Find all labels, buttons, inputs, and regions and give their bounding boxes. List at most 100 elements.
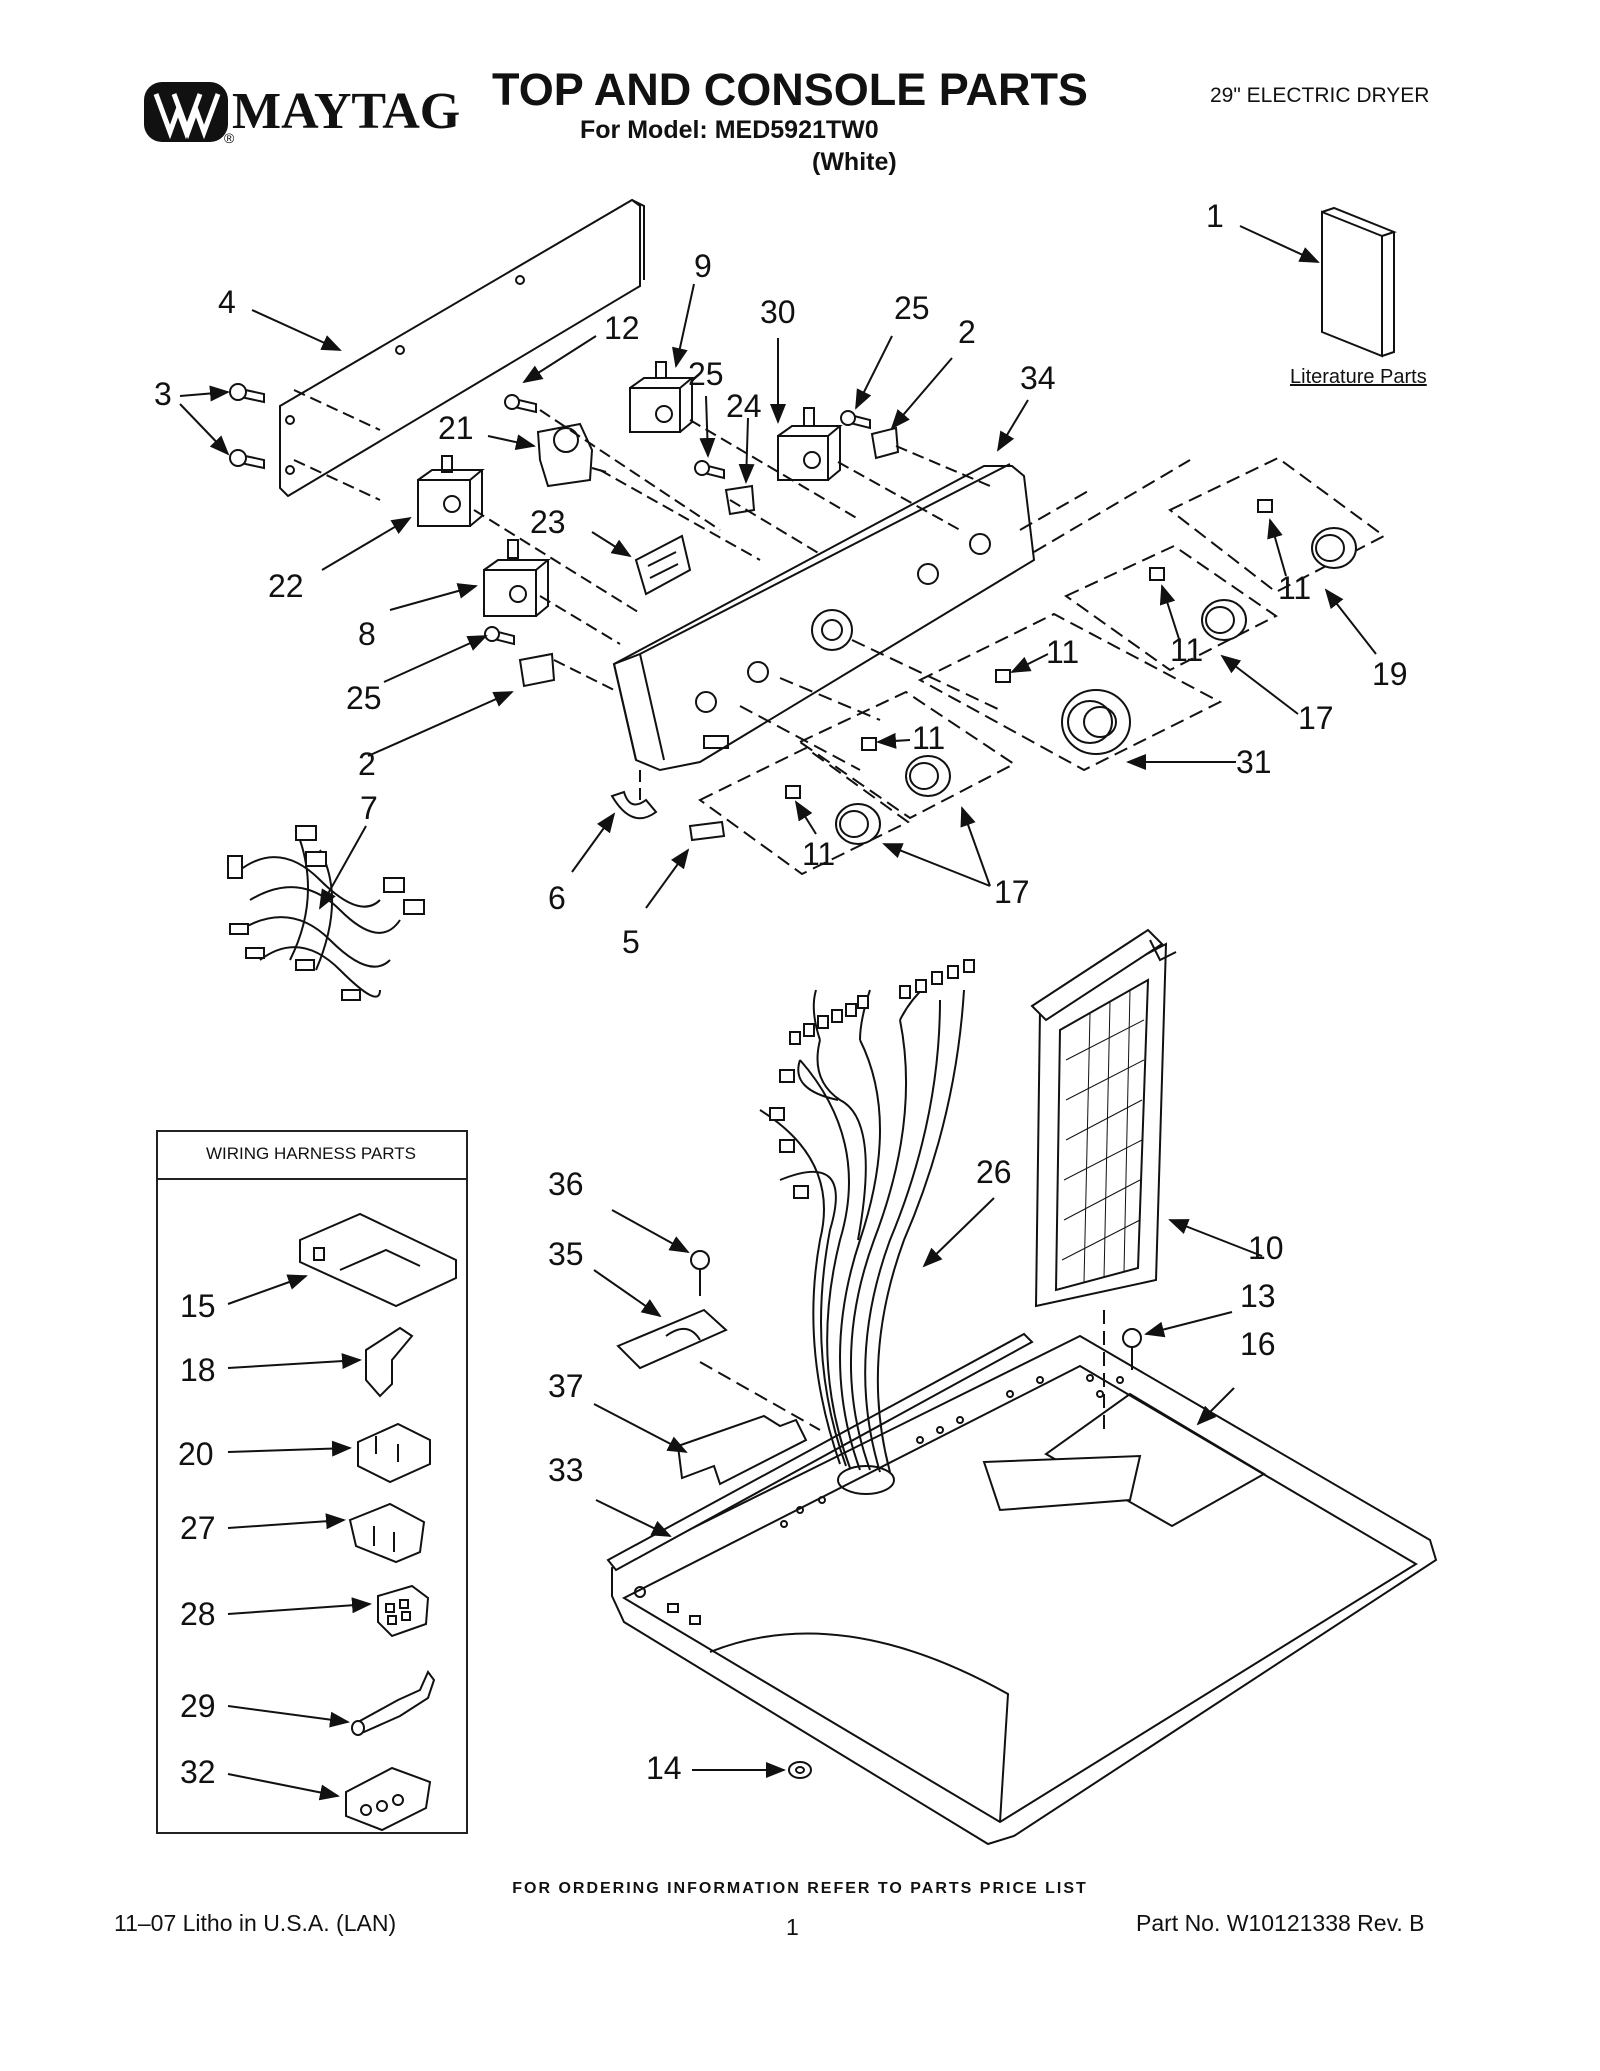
knob-box-17-mid xyxy=(798,690,1016,820)
screw-25-mid xyxy=(694,460,725,480)
ordering-note: FOR ORDERING INFORMATION REFER TO PARTS … xyxy=(512,1880,1088,1897)
callout-35: 35 xyxy=(548,1236,584,1272)
knob-inserts-11 xyxy=(785,499,1273,799)
callout-10: 10 xyxy=(1248,1230,1284,1266)
callout-25-left: 25 xyxy=(346,680,382,716)
color-note: (White) xyxy=(812,148,897,176)
callout-34: 34 xyxy=(1020,360,1056,396)
literature-book xyxy=(1321,206,1397,358)
screw-12 xyxy=(504,394,537,414)
callout-31: 31 xyxy=(1236,744,1272,780)
knob-17a xyxy=(1201,599,1247,641)
maytag-logo xyxy=(140,72,440,152)
harness-part-20 xyxy=(357,1422,431,1484)
plate-37 xyxy=(676,1414,808,1486)
callout-5: 5 xyxy=(622,924,640,960)
brand-name: MAYTAG xyxy=(232,83,461,140)
harness-part-27 xyxy=(348,1502,426,1564)
callout-2-left: 2 xyxy=(358,746,376,782)
callout-17-bottom: 17 xyxy=(994,874,1030,910)
callout-20: 20 xyxy=(178,1436,214,1472)
timer-21 xyxy=(536,422,607,488)
callout-30: 30 xyxy=(760,294,796,330)
screws-3 xyxy=(229,383,265,470)
callout-11-e: 11 xyxy=(802,836,836,872)
screw-13 xyxy=(1122,1328,1142,1370)
switch-8 xyxy=(483,539,551,617)
callout-23: 23 xyxy=(530,504,566,540)
callout-14: 14 xyxy=(646,1750,682,1786)
callout-2-top: 2 xyxy=(958,314,976,350)
switch-22 xyxy=(417,455,485,527)
page-number: 1 xyxy=(786,1914,799,1940)
harness-part-32 xyxy=(345,1766,432,1832)
callout-18: 18 xyxy=(180,1352,216,1388)
harness-part-15 xyxy=(299,1212,457,1308)
knob-box-19 xyxy=(1168,456,1386,594)
callout-21: 21 xyxy=(438,410,474,446)
screw-36 xyxy=(690,1250,710,1296)
harness-part-29 xyxy=(351,1670,436,1736)
callout-25-top: 25 xyxy=(894,290,930,326)
switch-30 xyxy=(777,407,843,481)
wiring-harness-box xyxy=(156,1130,468,1834)
callout-28: 28 xyxy=(180,1596,216,1632)
control-board-23 xyxy=(634,534,692,596)
product-type: 29" ELECTRIC DRYER xyxy=(1210,84,1430,107)
harness-part-18 xyxy=(365,1326,414,1398)
callout-6: 6 xyxy=(548,880,566,916)
wiring-harness-7 xyxy=(227,825,425,1001)
callout-9: 9 xyxy=(694,248,712,284)
callout-15: 15 xyxy=(180,1288,216,1324)
callout-3: 3 xyxy=(154,376,172,412)
callout-24: 24 xyxy=(726,388,762,424)
rear-bracket xyxy=(279,198,645,498)
callout-7: 7 xyxy=(360,790,378,826)
assembly-lines xyxy=(473,409,991,810)
washer-14 xyxy=(788,1761,812,1779)
console-panel xyxy=(612,463,1036,772)
clip-2-top xyxy=(870,426,900,460)
literature-parts-label: Literature Parts xyxy=(1290,366,1427,388)
callout-32: 32 xyxy=(180,1754,216,1790)
callout-36: 36 xyxy=(548,1166,584,1202)
knob-box-31 xyxy=(917,612,1223,772)
knob-19 xyxy=(1311,527,1357,569)
bracket-35 xyxy=(616,1308,728,1370)
maytag-logo-mark xyxy=(144,82,228,142)
callout-25-mid: 25 xyxy=(688,356,724,392)
callout-11-b: 11 xyxy=(1170,632,1204,668)
callout-12: 12 xyxy=(604,310,640,346)
registered-mark: ® xyxy=(224,130,235,146)
callout-37: 37 xyxy=(548,1368,584,1404)
callout-11-c: 11 xyxy=(1046,634,1080,670)
callout-22: 22 xyxy=(268,568,304,604)
part-number: Part No. W10121338 Rev. B xyxy=(1136,1910,1425,1936)
screw-25-left xyxy=(484,626,515,646)
callout-1: 1 xyxy=(1206,198,1224,234)
knob-box-17-right xyxy=(1064,544,1278,672)
callout-11-a: 11 xyxy=(1278,570,1312,606)
callout-13: 13 xyxy=(1240,1278,1276,1314)
model-line: For Model: MED5921TW0 xyxy=(580,116,879,144)
main-harness-26 xyxy=(759,959,975,1473)
clip-24 xyxy=(724,484,756,516)
callout-27: 27 xyxy=(180,1510,216,1546)
label-5 xyxy=(688,820,726,842)
callout-17-right: 17 xyxy=(1298,700,1334,736)
clip-2-left xyxy=(518,652,556,688)
callout-8: 8 xyxy=(358,616,376,652)
dryer-top xyxy=(606,1332,1438,1846)
litho-info: 11–07 Litho in U.S.A. (LAN) xyxy=(114,1910,397,1936)
knob-17b xyxy=(905,755,951,797)
callout-33: 33 xyxy=(548,1452,584,1488)
lint-filter-10 xyxy=(1030,928,1177,1308)
knob-box-17-left xyxy=(698,746,910,876)
callout-11-d: 11 xyxy=(912,720,946,756)
knob-31 xyxy=(1061,689,1131,755)
switch-9 xyxy=(629,361,695,433)
knob-17c xyxy=(835,803,881,845)
page-title: TOP AND CONSOLE PARTS xyxy=(492,64,1088,115)
wiring-harness-title: WIRING HARNESS PARTS xyxy=(156,1130,466,1180)
